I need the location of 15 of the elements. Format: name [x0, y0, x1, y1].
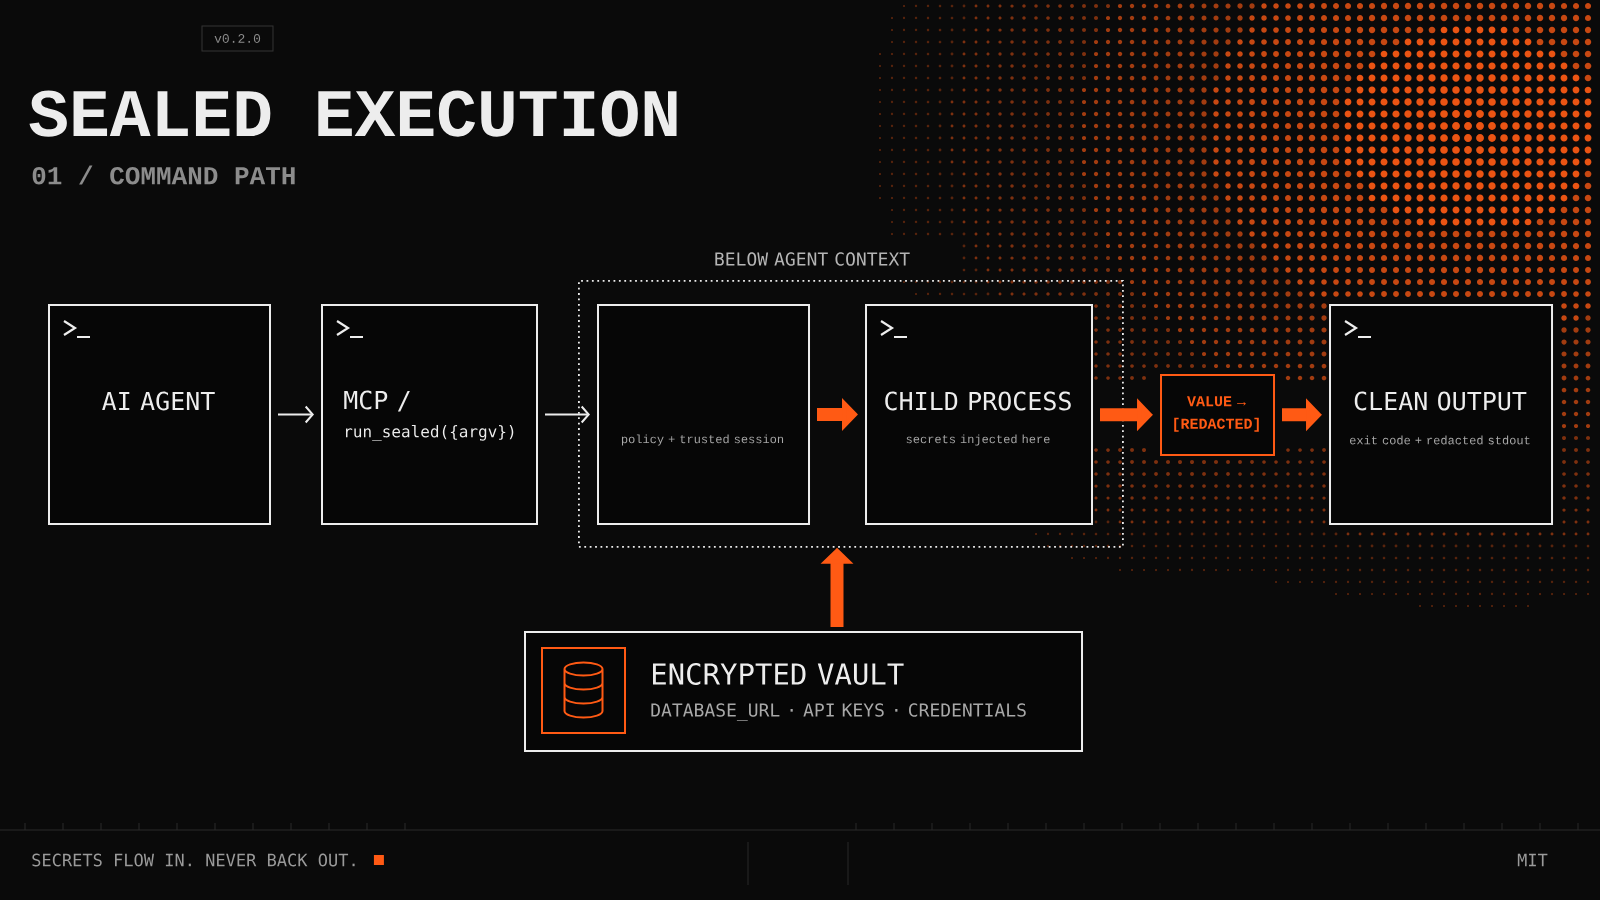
subtitle: 01 / COMMAND PATH — [32, 165, 295, 185]
process-box: policy + trusted session — [597, 304, 810, 525]
process-box: AI AGENT — [48, 304, 271, 525]
footer-note: MIT — [1517, 853, 1548, 867]
arrow — [544, 405, 590, 424]
process-box: CHILD PROCESS secrets injected here — [865, 304, 1093, 525]
arrow — [277, 405, 314, 424]
node-label: BELOW AGENT CONTEXT — [715, 252, 910, 266]
title: SEALED EXECUTION — [29, 90, 677, 137]
process-box: MCP / run_sealed({argv}) — [321, 304, 538, 525]
footer-note: SECRETS FLOW IN. NEVER BACK OUT. — [32, 853, 355, 867]
vault-panel: ENCRYPTED VAULT DATABASE_URL · API KEYS · CREDENTIALS — [524, 631, 1083, 752]
process-box: CLEAN OUTPUT exit code + redacted stdout — [1329, 304, 1553, 525]
version-badge: v0.2.0 — [201, 25, 274, 52]
redacted-tag: VALUE → [REDACTED] — [1160, 374, 1275, 456]
